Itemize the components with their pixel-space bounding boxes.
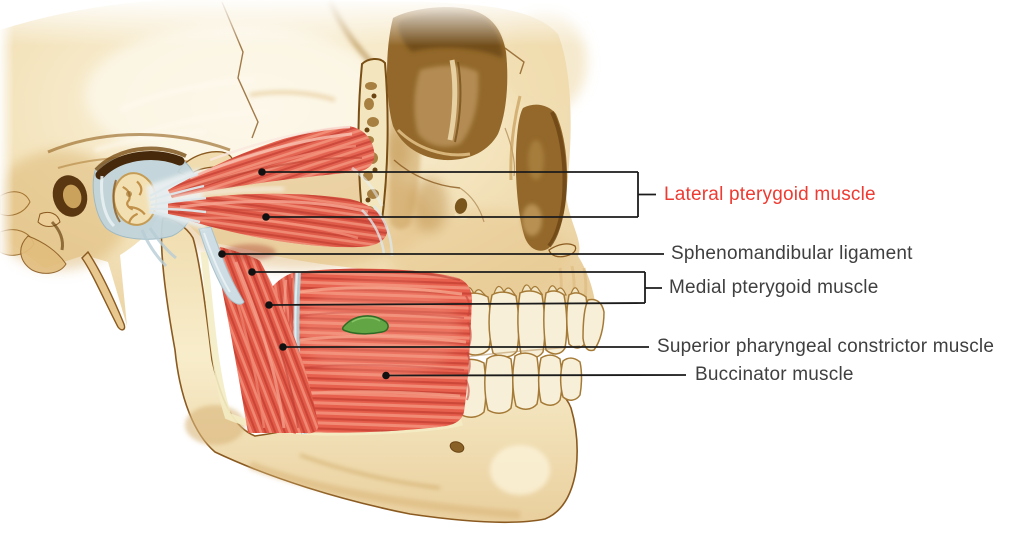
mastoid-process [20, 235, 67, 274]
left-fade [0, 0, 14, 560]
mental-foramen [449, 441, 465, 453]
leader-dots [218, 168, 390, 380]
temporomandibular-joint [92, 146, 235, 268]
leader-medial-pterygoid [252, 271, 662, 306]
leader-lateral-pterygoid [262, 171, 656, 218]
buccinator-muscle [292, 268, 472, 433]
styloid-process [81, 250, 126, 331]
articular-disc [95, 151, 185, 180]
medial-pterygoid-muscle [216, 244, 319, 434]
lateral-pterygoid-upper-head [168, 125, 375, 198]
external-acoustic-meatus [52, 175, 88, 217]
tendon-fibers [148, 172, 207, 224]
leader-lines [222, 171, 687, 377]
label-buccinator-muscle: Buccinator muscle [695, 364, 854, 385]
lateral-pterygoid-lower-head [168, 193, 388, 248]
label-lateral-pterygoid-muscle: Lateral pterygoid muscle [664, 184, 876, 205]
upper-teeth [458, 284, 605, 359]
label-medial-pterygoid-muscle: Medial pterygoid muscle [669, 277, 879, 298]
top-fade [0, 0, 660, 46]
parotid-duct [341, 315, 389, 335]
lateral-pterygoid-muscle [146, 125, 394, 257]
leader-buccinator [385, 374, 687, 377]
fascia-streaks [351, 166, 394, 257]
label-superior-pharyngeal-constrictor-muscle: Superior pharyngeal constrictor muscle [657, 336, 995, 357]
label-sphenomandibular-ligament: Sphenomandibular ligament [671, 243, 913, 264]
